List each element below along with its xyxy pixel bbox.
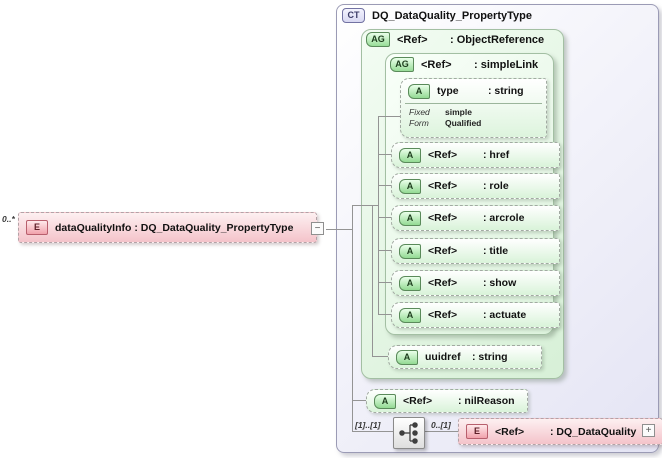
- attribute-icon: A: [399, 178, 421, 194]
- attribute-name: uuidref: [425, 351, 461, 363]
- attribute-icon: A: [374, 393, 396, 409]
- attribute-ref: <Ref>: [428, 149, 458, 161]
- fact-value: simple: [445, 107, 472, 117]
- attribute-uuidref[interactable]: A uuidref : string: [388, 345, 542, 369]
- collapse-toggle[interactable]: −: [311, 222, 324, 235]
- simpleLink-type: : simpleLink: [474, 58, 539, 71]
- attribute-role[interactable]: A <Ref> : role: [391, 173, 560, 199]
- attribute-nilReason[interactable]: A <Ref> : nilReason: [366, 389, 528, 413]
- connector-line: [423, 431, 458, 432]
- attribute-icon: A: [399, 243, 421, 259]
- attribute-actuate[interactable]: A <Ref> : actuate: [391, 302, 560, 328]
- element-icon: E: [26, 220, 48, 235]
- complex-type-icon: CT: [342, 8, 365, 23]
- attribute-icon: A: [399, 147, 421, 163]
- source-multiplicity: 0..*: [2, 214, 15, 224]
- attribute-icon: A: [399, 275, 421, 291]
- element-DQ_DataQuality[interactable]: E <Ref> : DQ_DataQuality: [458, 418, 662, 445]
- connector-line: [378, 185, 391, 186]
- attribute-arcrole[interactable]: A <Ref> : arcrole: [391, 205, 560, 231]
- attribute-href[interactable]: A <Ref> : href: [391, 142, 560, 168]
- sequence-right-multiplicity: 0..[1]: [431, 420, 451, 430]
- sequence-left-multiplicity: [1]..[1]: [355, 420, 381, 430]
- attribute-name: : nilReason: [458, 395, 515, 407]
- simpleLink-ref: <Ref>: [421, 58, 452, 71]
- objectReference-header: AG <Ref> : ObjectReference: [366, 32, 544, 47]
- fact-label: Form: [409, 118, 429, 128]
- attribute-name: : actuate: [483, 309, 527, 321]
- objectReference-ref: <Ref>: [397, 33, 428, 46]
- connector-line: [352, 205, 378, 206]
- connector-line: [372, 356, 388, 357]
- simpleLink-header: AG <Ref> : simpleLink: [390, 57, 538, 72]
- element-dataQualityInfo[interactable]: E dataQualityInfo : DQ_DataQuality_Prope…: [18, 212, 317, 243]
- attribute-icon: A: [408, 83, 430, 99]
- connector-line: [378, 282, 391, 283]
- attribute-ref: <Ref>: [428, 309, 458, 321]
- fact-fixed: Fixed simple: [409, 107, 542, 118]
- attribute-type-datatype: : string: [488, 85, 524, 97]
- attribute-ref: <Ref>: [428, 277, 458, 289]
- complex-type-title: DQ_DataQuality_PropertyType: [372, 9, 532, 22]
- sequence-compositor[interactable]: [393, 417, 425, 449]
- attribute-title[interactable]: A <Ref> : title: [391, 238, 560, 264]
- fact-form: Form Qualified: [409, 118, 542, 129]
- attribute-type[interactable]: A type : string Fixed simple Form Qualif…: [400, 78, 547, 138]
- attribute-name: : href: [483, 149, 510, 161]
- attribute-name: : arcrole: [483, 212, 525, 224]
- attribute-type-name: type: [437, 85, 459, 97]
- attribute-icon: A: [396, 349, 418, 365]
- connector-line: [352, 431, 393, 432]
- connector-line: [352, 205, 353, 432]
- attribute-icon: A: [399, 210, 421, 226]
- attribute-ref: <Ref>: [403, 395, 433, 407]
- attribute-name: : role: [483, 180, 509, 192]
- sequence-icon: [399, 422, 418, 444]
- connector-line: [378, 314, 391, 315]
- objectReference-type: : ObjectReference: [450, 33, 545, 46]
- connector-line: [378, 250, 391, 251]
- attribute-type-header: A type : string: [401, 79, 546, 103]
- attribute-group-icon: AG: [390, 57, 414, 72]
- attribute-ref: <Ref>: [428, 212, 458, 224]
- connector-line: [372, 205, 373, 356]
- element-name: : DQ_DataQuality: [550, 425, 637, 438]
- complex-type-header: CT DQ_DataQuality_PropertyType: [342, 8, 532, 23]
- attribute-datatype: : string: [472, 351, 508, 363]
- fact-value: Qualified: [445, 118, 482, 128]
- connector-line: [352, 400, 366, 401]
- attribute-name: : show: [483, 277, 517, 289]
- connector-line: [378, 217, 391, 218]
- connector-line: [378, 116, 379, 314]
- element-ref: <Ref>: [495, 425, 525, 438]
- attribute-icon: A: [399, 307, 421, 323]
- connector-line: [378, 154, 391, 155]
- connector-line: [378, 116, 400, 117]
- fact-label: Fixed: [409, 107, 430, 117]
- expand-toggle[interactable]: +: [642, 424, 655, 437]
- connector-line: [326, 229, 352, 230]
- attribute-name: : title: [483, 245, 509, 257]
- attribute-type-facts: Fixed simple Form Qualified: [405, 103, 542, 131]
- attribute-ref: <Ref>: [428, 245, 458, 257]
- element-icon: E: [466, 424, 488, 439]
- attribute-group-icon: AG: [366, 32, 390, 47]
- element-dataQualityInfo-label: dataQualityInfo : DQ_DataQuality_Propert…: [55, 221, 294, 234]
- attribute-show[interactable]: A <Ref> : show: [391, 270, 560, 296]
- attribute-ref: <Ref>: [428, 180, 458, 192]
